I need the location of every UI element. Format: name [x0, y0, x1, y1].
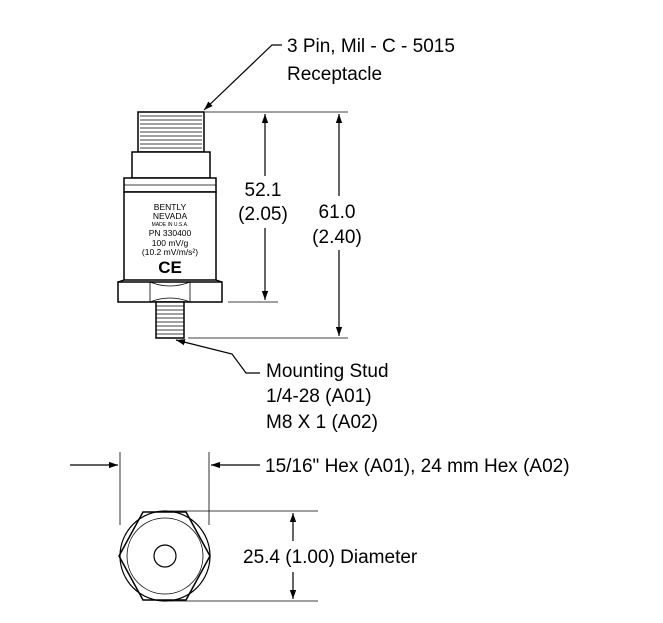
connector-callout: 3 Pin, Mil - C - 5015 Receptacle [203, 36, 455, 111]
sensor-bottom-view [70, 452, 318, 602]
ce-mark: CE [158, 258, 182, 277]
connector-callout-line2: Receptacle [287, 64, 382, 85]
label-sensitivity: 100 mV/g [152, 238, 189, 248]
label-brand-line1: BENTLY [154, 202, 187, 212]
sensor-body [123, 191, 217, 281]
overall-height-mm: 61.0 [319, 202, 356, 223]
stud-callout-line3: M8 X 1 (A02) [266, 412, 378, 433]
body-height-mm: 52.1 [245, 180, 282, 201]
label-sensitivity-si: (10.2 mV/m/s²) [142, 247, 198, 257]
stud-callout-line2: 1/4-28 (A01) [266, 386, 372, 407]
overall-height-in: (2.40) [312, 227, 362, 248]
diameter-callout: 25.4 (1.00) Diameter [243, 547, 418, 568]
connector-receptacle [123, 111, 217, 193]
body-height-in: (2.05) [238, 204, 288, 225]
stud-callout: Mounting Stud 1/4-28 (A01) M8 X 1 (A02) [175, 339, 389, 433]
label-brand-line2: NEVADA [153, 211, 188, 221]
stud-callout-line1: Mounting Stud [266, 361, 389, 382]
mounting-stud [155, 301, 185, 339]
label-part-number: PN 330400 [149, 228, 192, 238]
hex-callout: 15/16" Hex (A01), 24 mm Hex (A02) [265, 456, 570, 477]
height-dimensions: 52.1 (2.05) 61.0 (2.40) [188, 111, 362, 339]
label-origin: MADE IN U.S.A. [152, 222, 189, 228]
sensor-side-view: BENTLY NEVADA MADE IN U.S.A. PN 330400 1… [117, 111, 223, 339]
hex-base [117, 279, 223, 303]
connector-callout-line1: 3 Pin, Mil - C - 5015 [287, 36, 455, 57]
